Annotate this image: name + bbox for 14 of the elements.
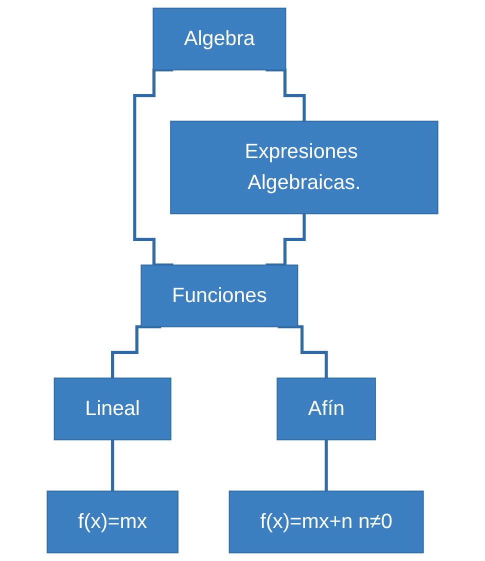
connector <box>266 212 306 267</box>
connector <box>111 438 114 493</box>
node-box: Algebra <box>152 8 286 70</box>
connector <box>278 325 328 380</box>
node-box: Expresiones Algebraicas. <box>170 120 438 214</box>
connector <box>133 68 174 267</box>
node-box: f(x)=mx+n n≠0 <box>228 490 424 554</box>
connector <box>111 325 162 380</box>
connector <box>324 438 328 493</box>
connector <box>266 68 306 123</box>
node-box: Funciones <box>140 264 298 328</box>
node-box: Afín <box>276 378 376 440</box>
node-box: f(x)=mx <box>46 490 178 554</box>
node-box: Lineal <box>54 378 172 440</box>
